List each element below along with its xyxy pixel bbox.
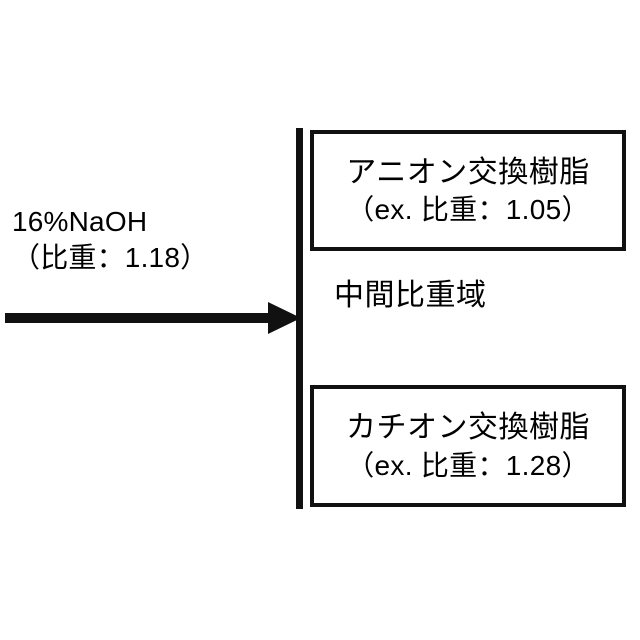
- anion-resin-gravity: （ex. 比重：1.05）: [346, 194, 590, 226]
- anion-resin-box: アニオン交換樹脂 （ex. 比重：1.05）: [310, 130, 626, 251]
- cation-resin-gravity: （ex. 比重：1.28）: [346, 449, 590, 481]
- intermediate-zone: 中間比重域: [310, 251, 626, 385]
- separation-column-bar: [296, 128, 303, 509]
- feed-stream-line-2: （比重：1.18）: [12, 242, 209, 274]
- intermediate-zone-label: 中間比重域: [334, 279, 487, 312]
- feed-arrow-shaft: [5, 313, 273, 323]
- cation-resin-name: カチオン交換樹脂: [346, 411, 590, 445]
- anion-resin-name: アニオン交換樹脂: [346, 155, 590, 189]
- cation-resin-box: カチオン交換樹脂 （ex. 比重：1.28）: [310, 385, 626, 507]
- feed-arrow-head: [268, 302, 301, 334]
- feed-arrow-icon: [0, 298, 305, 340]
- feed-stream-line-1: 16%NaOH: [12, 206, 148, 237]
- feed-stream-label: 16%NaOH （比重：1.18）: [12, 204, 262, 277]
